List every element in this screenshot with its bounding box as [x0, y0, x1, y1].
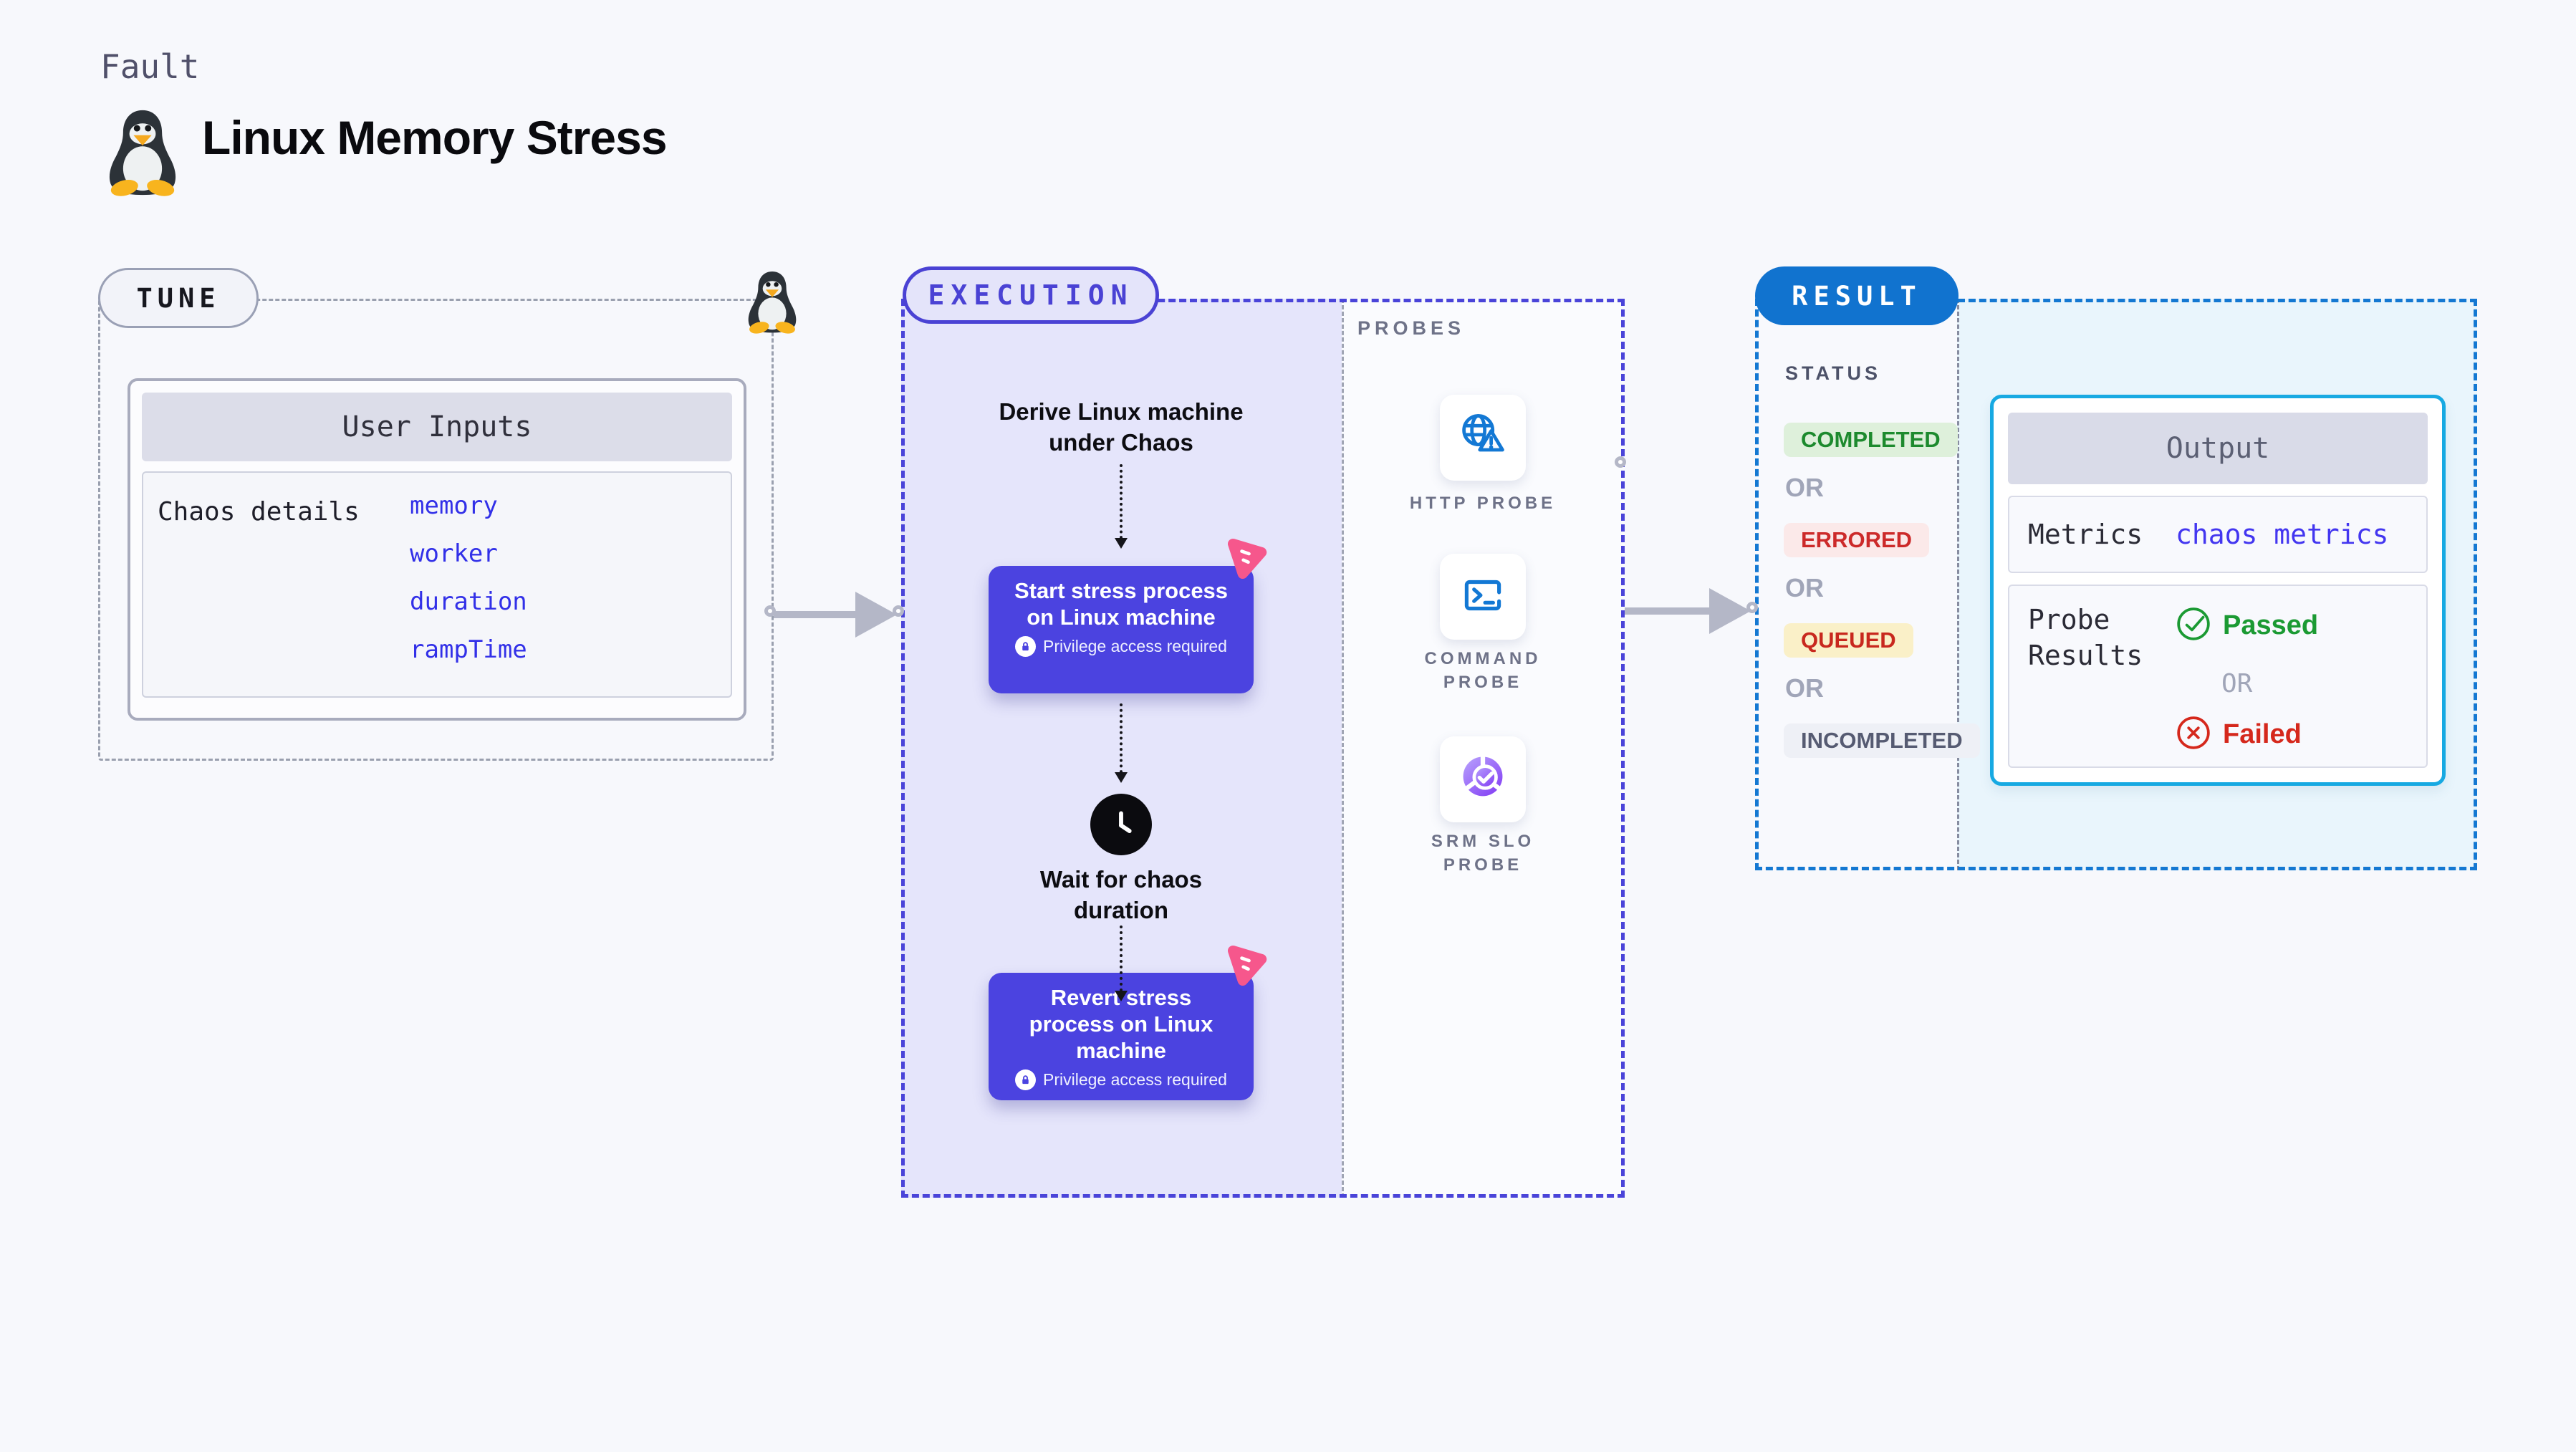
derive-step-label: Derive Linux machine under Chaos — [999, 398, 1244, 456]
privilege-note: Privilege access required — [1009, 636, 1234, 657]
revert-stress-node: Revert stress process on Linux machine P… — [989, 973, 1254, 1100]
connector-dot — [1746, 602, 1758, 613]
chaos-params-list: memory worker duration rampTime — [410, 491, 527, 683]
tux-penguin-icon — [100, 107, 185, 196]
status-queued-badge: QUEUED — [1784, 623, 1913, 658]
status-errored-badge: ERRORED — [1784, 523, 1930, 557]
x-circle-icon — [2176, 715, 2211, 754]
wait-step-label: Wait for chaos duration — [1039, 866, 1203, 923]
passed-label: Passed — [2223, 610, 2319, 640]
connector-dot — [1615, 456, 1626, 468]
status-incompleted-badge: INCOMPLETED — [1784, 723, 1980, 758]
tune-to-execution-arrow — [774, 611, 855, 618]
terminal-icon — [1456, 569, 1509, 625]
status-completed-badge: COMPLETED — [1784, 423, 1958, 457]
flow-arrow-down — [1115, 925, 1128, 1001]
tune-section-box — [98, 299, 774, 761]
srm-slo-probe-card — [1440, 736, 1526, 822]
tux-penguin-small-icon — [742, 269, 802, 334]
page-title: Linux Memory Stress — [202, 111, 668, 164]
slo-donut-check-icon — [1456, 751, 1510, 809]
tune-to-execution-arrowhead — [855, 592, 897, 638]
failed-label: Failed — [2223, 719, 2302, 749]
srm-slo-probe-label: SRM SLO PROBE — [1431, 832, 1535, 875]
result-badge: RESULT — [1755, 266, 1959, 325]
param-duration: duration — [410, 587, 527, 616]
command-probe-card — [1440, 554, 1526, 640]
output-title: Output — [2008, 413, 2428, 484]
lock-icon — [1015, 1069, 1037, 1090]
failed-result: Failed — [2176, 715, 2302, 754]
probes-heading: PROBES — [1357, 317, 1466, 339]
metrics-value: chaos metrics — [2176, 519, 2389, 550]
status-heading: STATUS — [1785, 362, 1881, 384]
tune-badge: TUNE — [98, 268, 259, 328]
or-separator: OR — [1785, 673, 1824, 703]
param-ramptime: rampTime — [410, 635, 527, 664]
privilege-note-text: Privilege access required — [1043, 637, 1227, 655]
connector-dot — [893, 605, 904, 617]
wait-clock-icon — [1090, 794, 1152, 855]
start-stress-node: Start stress process on Linux machine Pr… — [989, 566, 1254, 693]
or-separator: OR — [1785, 473, 1824, 502]
metrics-label: Metrics — [2028, 519, 2143, 550]
or-separator: OR — [1785, 573, 1824, 602]
check-circle-icon — [2176, 606, 2211, 645]
lock-icon — [1015, 636, 1037, 657]
chaos-fault-icon — [1219, 936, 1273, 991]
globe-alert-icon — [1456, 409, 1510, 467]
privilege-note-text: Privilege access required — [1043, 1070, 1227, 1089]
privilege-note: Privilege access required — [1009, 1069, 1234, 1090]
execution-badge: EXECUTION — [903, 266, 1159, 324]
chaos-details-label: Chaos details — [158, 497, 360, 527]
result-status-panel — [1755, 299, 1957, 870]
chaos-details-box: Chaos details memory worker duration ram… — [142, 471, 732, 698]
execution-to-result-arrow — [1625, 607, 1709, 615]
command-probe-label: COMMAND PROBE — [1424, 649, 1542, 692]
probe-results-row: Probe Results Passed OR Failed — [2008, 585, 2428, 768]
param-memory: memory — [410, 491, 498, 520]
passed-result: Passed — [2176, 606, 2318, 645]
execution-to-result-arrowhead — [1709, 588, 1751, 634]
http-probe-label: HTTP PROBE — [1409, 494, 1557, 513]
output-card: Output Metrics chaos metrics Probe Resul… — [1990, 395, 2446, 786]
flow-arrow-down — [1115, 464, 1128, 549]
or-separator: OR — [2221, 669, 2253, 698]
start-stress-label: Start stress process on Linux machine — [1014, 578, 1229, 630]
user-inputs-card: User Inputs Chaos details memory worker … — [128, 378, 746, 721]
param-worker: worker — [410, 539, 498, 568]
fault-kicker: Fault — [100, 47, 200, 86]
http-probe-card — [1440, 395, 1526, 481]
flow-arrow-down — [1115, 703, 1128, 783]
probe-results-label: Probe Results — [2028, 604, 2143, 671]
metrics-row: Metrics chaos metrics — [2008, 496, 2428, 573]
user-inputs-title: User Inputs — [142, 393, 732, 461]
connector-dot — [764, 605, 776, 617]
chaos-fault-icon — [1219, 529, 1273, 584]
